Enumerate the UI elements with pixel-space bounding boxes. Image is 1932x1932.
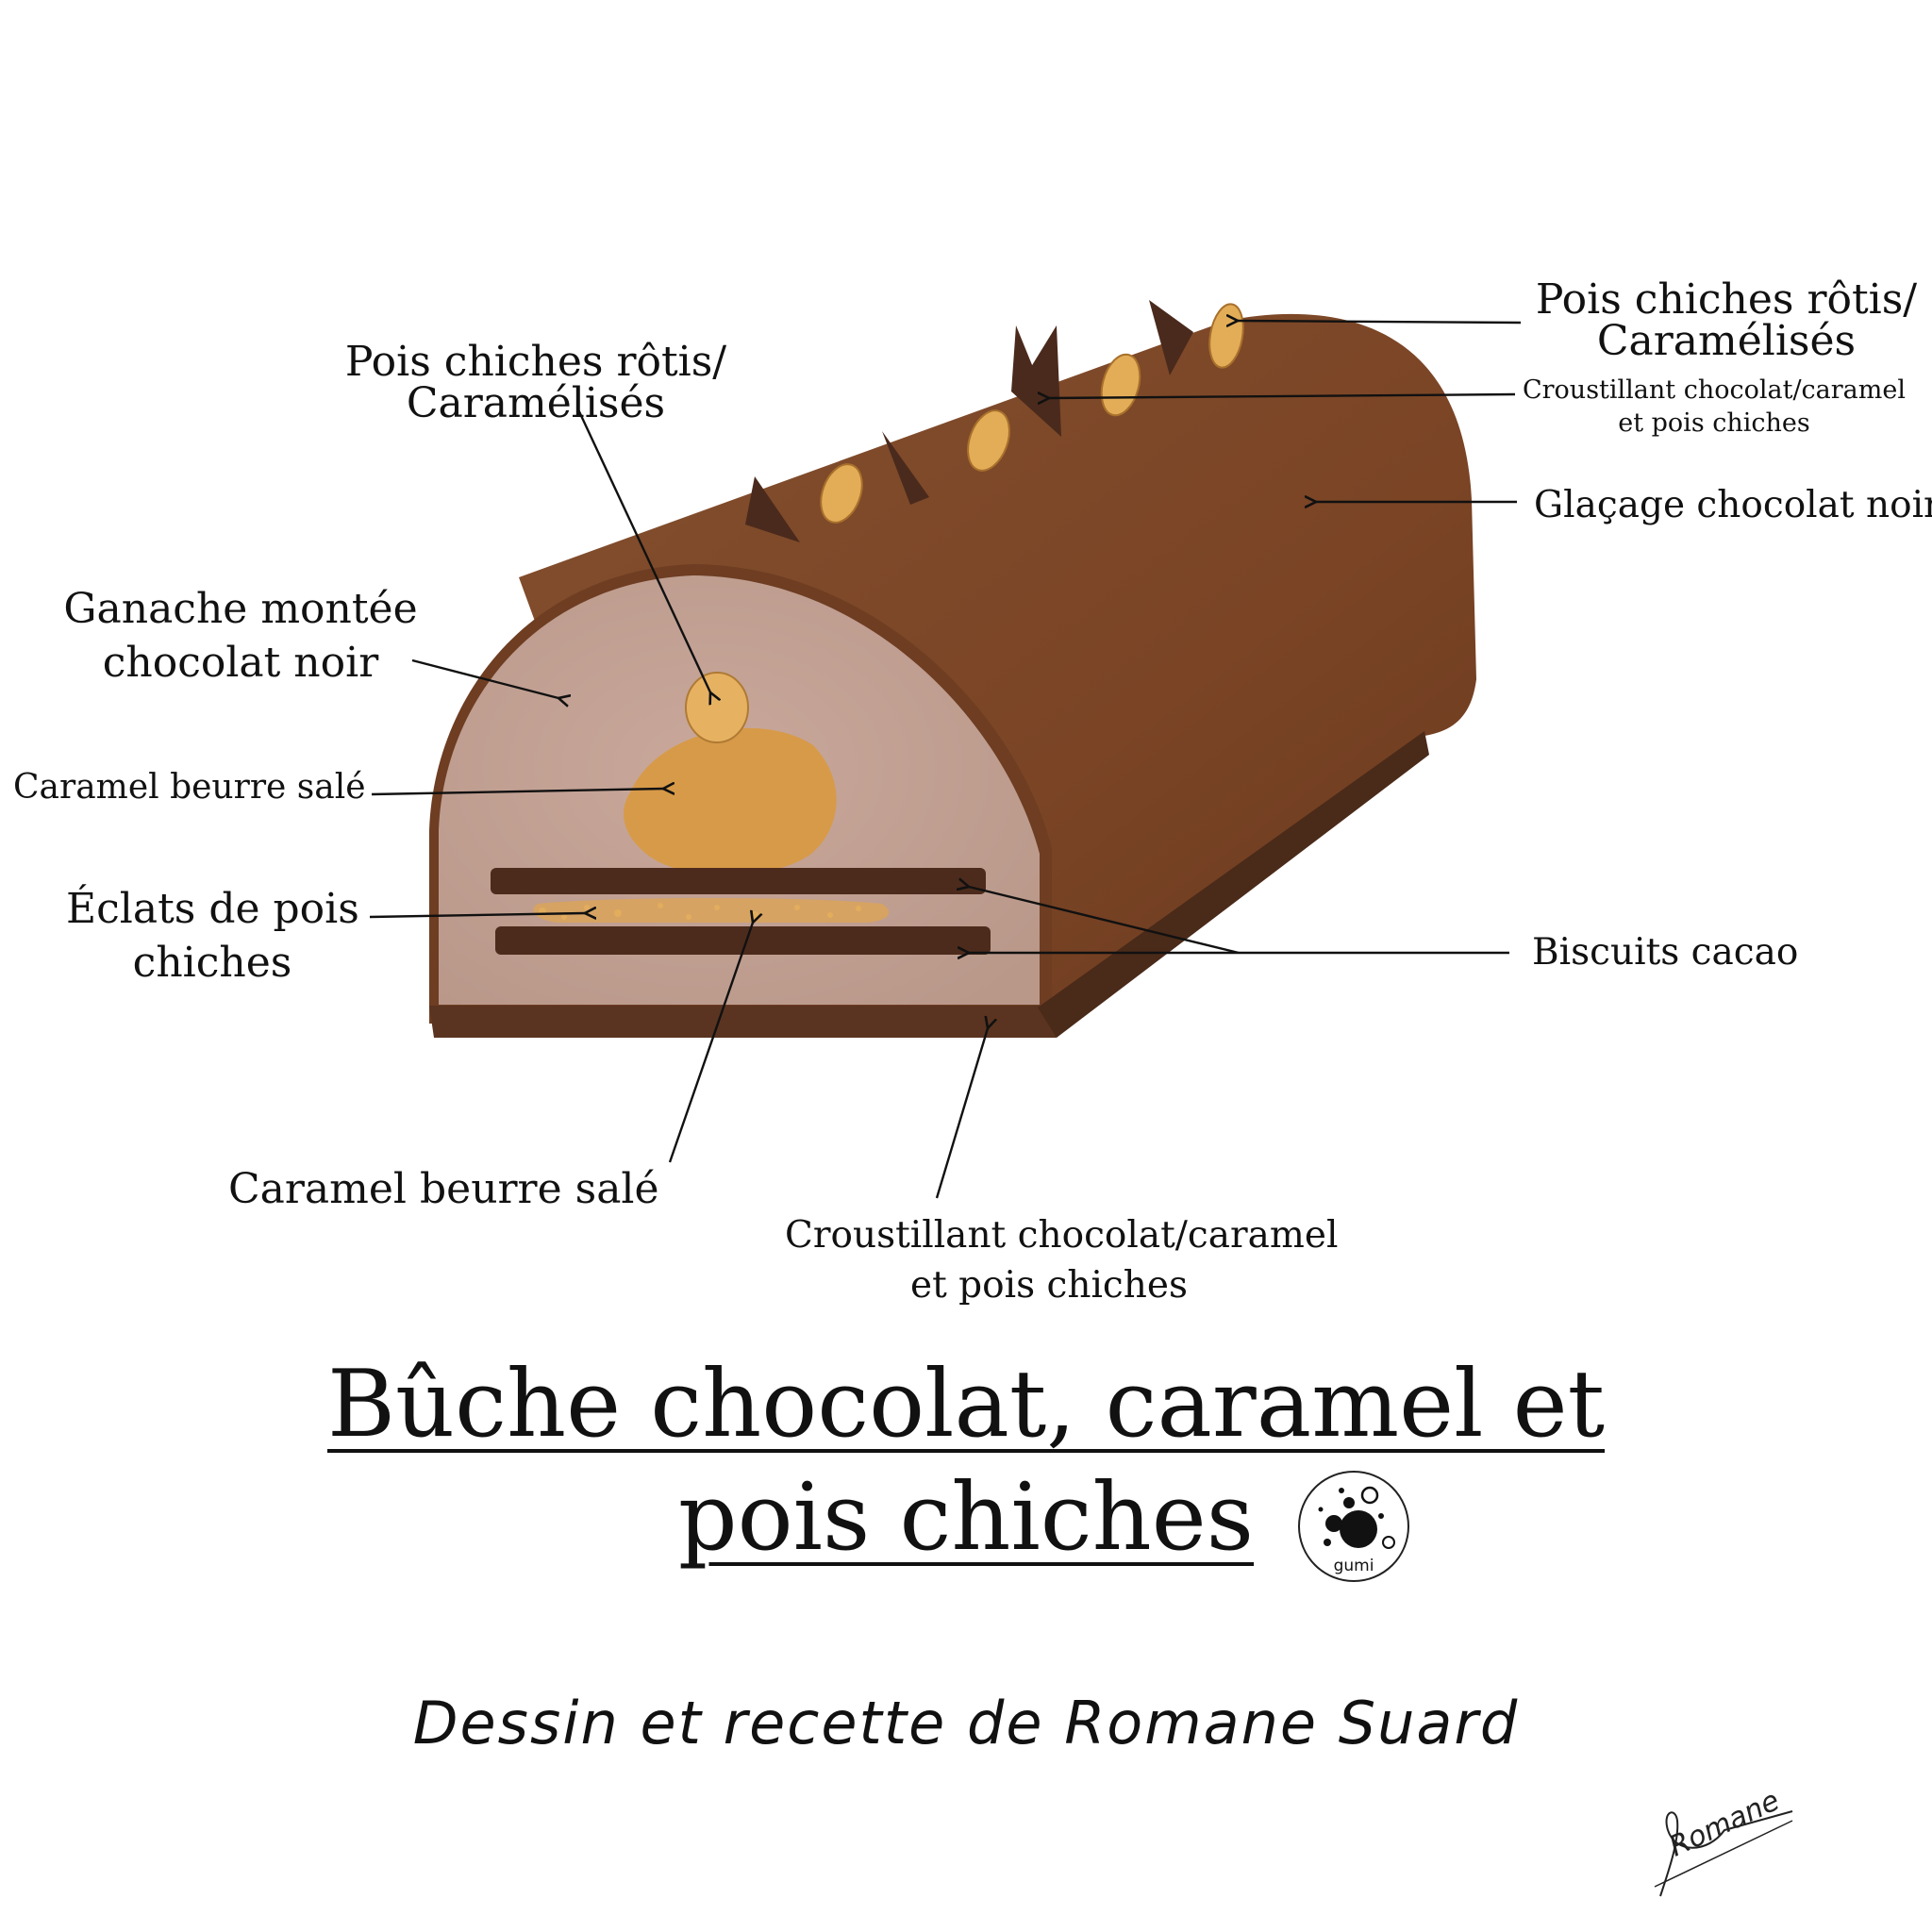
arrow-eclats (369, 913, 585, 917)
label-top-right-croustillant: Croustillant chocolat/caramel et pois ch… (1522, 375, 1906, 438)
label-top-right-pois: Pois chiches rôtis/ Caramélisés (1535, 275, 1918, 365)
label-croustillant-bottom: Croustillant chocolat/caramel et pois ch… (785, 1214, 1339, 1307)
biscuit-layer-top (491, 868, 986, 894)
chocolate-decorations (745, 300, 1193, 542)
label-glacage: Glaçage chocolat noir (1534, 484, 1932, 526)
arrow-top-right-croustillant (1049, 394, 1516, 398)
subtitle: Dessin et recette de Romane Suard (412, 1689, 1520, 1757)
croustillant-base (429, 1006, 1057, 1038)
svg-text:Romane: Romane (1664, 1784, 1784, 1863)
caramel-insert (624, 727, 837, 875)
annotation-arrows (369, 321, 1522, 1199)
biscuit-layer-bottom (495, 926, 991, 955)
arrow-ganache (411, 658, 558, 698)
label-eclats: Éclats de pois chiches (66, 885, 359, 988)
croustillant-side (1038, 731, 1429, 1038)
svg-text:gumi: gumi (1334, 1557, 1374, 1575)
arrow-top-left-pois (575, 407, 710, 692)
page-title: Bûche chocolat, caramel et pois chiches (326, 1351, 1605, 1572)
label-caramel-left: Caramel beurre salé (13, 768, 366, 807)
arrow-croustillant-bottom (935, 1028, 988, 1199)
arrow-caramel-left (371, 789, 663, 796)
arrow-top-right-pois (1238, 321, 1522, 323)
label-biscuits: Biscuits cacao (1532, 931, 1799, 974)
gumi-logo-icon: gumi (1298, 1471, 1409, 1582)
signature-icon: Romane (1654, 1784, 1793, 1897)
arrow-caramel-bottom (668, 923, 753, 1163)
label-caramel-bottom: Caramel beurre salé (228, 1165, 659, 1213)
chickpea-center (685, 672, 749, 743)
chickpea-shards (539, 903, 861, 920)
caramel-layer (533, 898, 890, 923)
label-top-left-pois: Pois chiches rôtis/ Caramélisés (344, 338, 727, 427)
label-ganache: Ganache montée chocolat noir (63, 585, 418, 688)
arrow-biscuit-top (969, 887, 1240, 955)
